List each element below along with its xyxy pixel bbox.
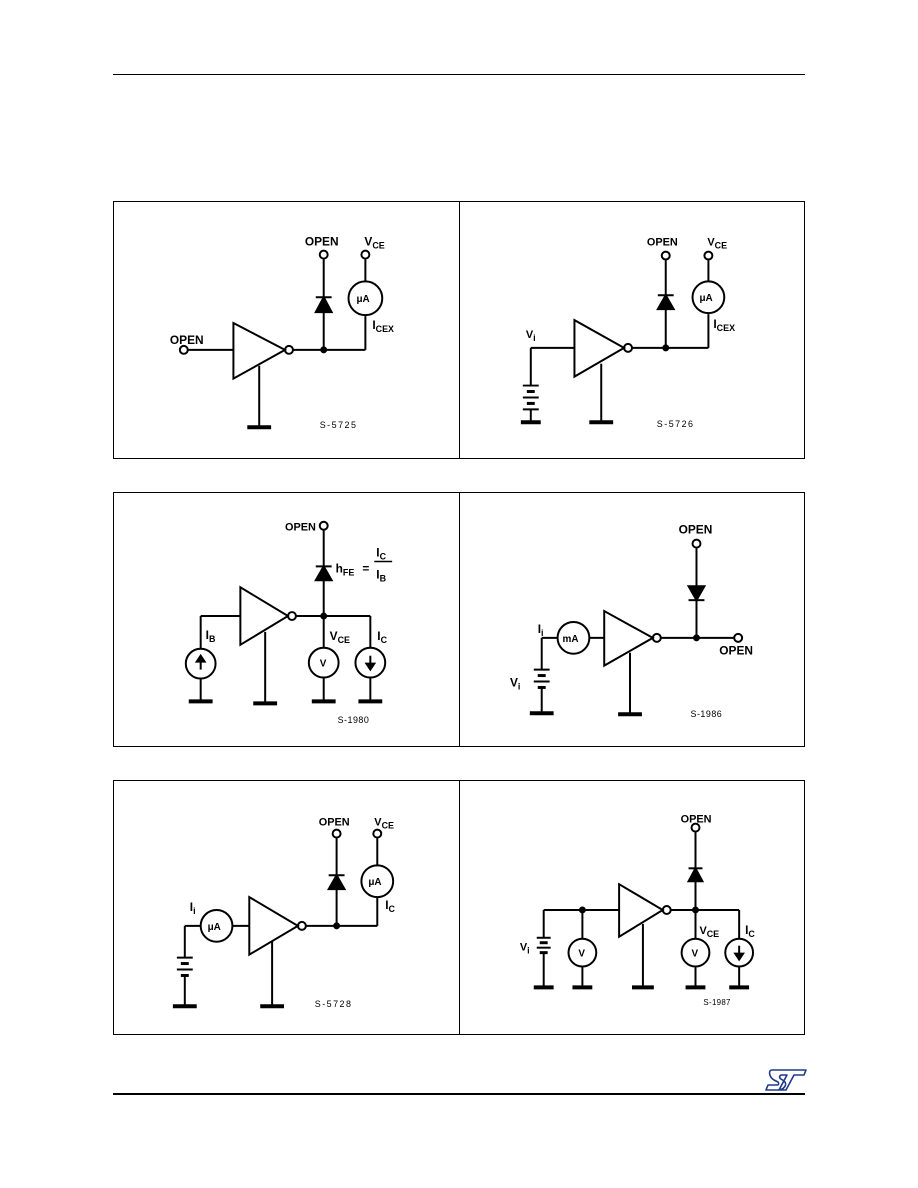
buffer-triangle: [248, 895, 300, 957]
svg-text:IB: IB: [206, 628, 216, 644]
voltmeter-label: V: [578, 949, 585, 960]
figure-icex-vi-input: OPEN VCE μA ICEX Vi S-5726: [459, 201, 805, 459]
diode: [314, 295, 334, 314]
svg-text:ICEX: ICEX: [372, 318, 394, 334]
svg-text:VCE: VCE: [707, 237, 727, 251]
svg-text:VCE: VCE: [374, 817, 394, 831]
buffer-triangle: [239, 585, 290, 647]
open-terminal: [660, 250, 671, 261]
figure-ic-ii-input: OPEN VCE μA μA IC Ii S-5728: [113, 780, 460, 1035]
voltmeter-label: V: [692, 949, 699, 960]
milliammeter-label: mA: [563, 634, 579, 645]
buffer-triangle: [603, 609, 655, 668]
svg-text:IC: IC: [385, 898, 395, 914]
figure-input-current: OPEN OPEN mA Ii Vi S-1986: [459, 492, 805, 747]
input-terminal: [178, 344, 189, 355]
figure-code: S-5725: [320, 420, 358, 430]
voltmeter: [567, 937, 598, 968]
open-label: OPEN: [681, 814, 712, 826]
vce-terminal: [360, 249, 371, 260]
vce-terminal: [703, 250, 714, 261]
diode: [326, 873, 347, 891]
open-label: OPEN: [170, 333, 204, 347]
output-bubble: [296, 920, 307, 931]
buffer-triangle: [618, 882, 665, 939]
voltmeter: [680, 937, 711, 968]
svg-text:IC: IC: [377, 629, 387, 645]
microammeter: [199, 908, 234, 943]
figure-hfe: OPEN hFE = IC IB IB VCE IC V S-1980: [113, 492, 460, 747]
svg-text:ICEX: ICEX: [713, 317, 735, 333]
figure-icex-open-input: OPEN OPEN VCE μA ICEX S-5725: [113, 201, 460, 459]
svg-text:VCE: VCE: [699, 925, 719, 939]
svg-text:Vi: Vi: [510, 675, 520, 691]
svg-text:hFE: hFE: [336, 561, 355, 577]
header-rule: [113, 74, 805, 75]
open-terminal: [690, 822, 701, 833]
microammeter-label: μA: [208, 922, 221, 933]
svg-text:Vi: Vi: [526, 329, 536, 343]
open-label: OPEN: [679, 523, 713, 537]
open-label: OPEN: [647, 237, 678, 249]
voltmeter-label: V: [320, 659, 327, 670]
diode: [314, 564, 334, 582]
open-label: OPEN: [719, 644, 753, 658]
svg-text:IC: IC: [745, 923, 755, 939]
vce-terminal: [372, 828, 383, 839]
figure-code: S-5728: [315, 999, 353, 1009]
open-terminal: [318, 249, 329, 260]
output-bubble: [651, 632, 662, 643]
microammeter-label: μA: [356, 294, 369, 305]
figure-code: S-5726: [657, 419, 695, 429]
figure-code: S-1980: [338, 715, 370, 725]
svg-text:IC: IC: [376, 545, 386, 561]
figure-code: S-1987: [703, 998, 730, 1007]
open-terminal: [331, 828, 342, 839]
output-bubble: [286, 611, 297, 621]
buffer-triangle: [232, 321, 288, 381]
diode: [686, 866, 705, 883]
output-bubble: [661, 905, 672, 915]
buffer-triangle: [573, 318, 627, 379]
diode: [686, 585, 707, 603]
microammeter-label: μA: [368, 877, 381, 888]
figure-vce-sat: OPEN VCE IC Vi V V S-1987: [459, 780, 805, 1035]
open-terminal: [733, 632, 744, 643]
current-source-ic: [724, 937, 755, 968]
svg-text:Ii: Ii: [538, 622, 544, 638]
open-label: OPEN: [305, 235, 339, 249]
svg-text:Ii: Ii: [190, 900, 196, 916]
svg-text:VCE: VCE: [330, 629, 350, 645]
microammeter: [691, 280, 726, 315]
svg-text:Vi: Vi: [520, 942, 530, 956]
open-terminal: [691, 538, 702, 549]
svg-text:=: =: [362, 561, 369, 575]
diode: [656, 293, 676, 311]
microammeter: [347, 280, 384, 317]
open-terminal: [318, 520, 329, 531]
svg-text:VCE: VCE: [364, 235, 384, 251]
footer-rule: [113, 1093, 805, 1095]
open-label: OPEN: [285, 522, 316, 534]
open-label: OPEN: [319, 817, 350, 829]
figure-code: S-1986: [691, 709, 723, 719]
st-logo-icon: [765, 1069, 807, 1091]
current-source-ib: [184, 647, 217, 680]
svg-text:IB: IB: [376, 567, 386, 583]
microammeter-label: μA: [699, 293, 712, 304]
